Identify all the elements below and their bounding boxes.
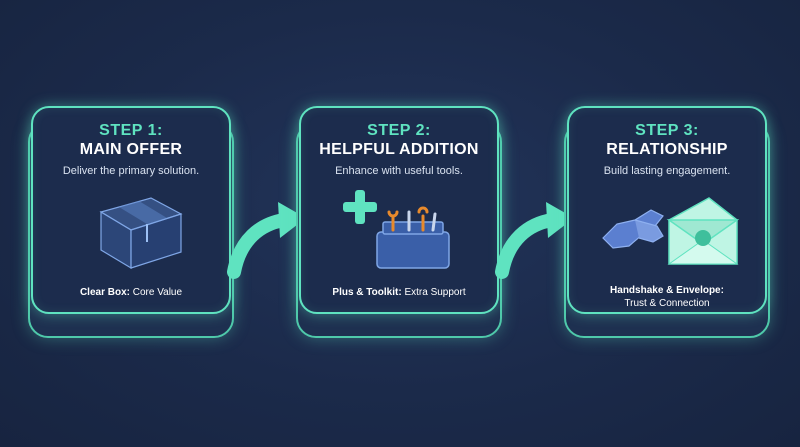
step-2-description: Enhance with useful tools. <box>335 165 463 177</box>
step-1-label: STEP 1: <box>99 122 163 139</box>
step-3-caption: Handshake & Envelope: Trust & Connection <box>573 284 761 310</box>
step-1-caption-bold: Clear Box: <box>79 287 130 298</box>
step-2-title: HELPFUL ADDITION <box>319 141 479 158</box>
step-card-3: STEP 3: RELATIONSHIP Build lasting engag… <box>567 106 767 314</box>
step-1-description: Deliver the primary solution. <box>62 165 200 177</box>
step-1-caption-rest: Core Value <box>129 287 183 298</box>
step-2-caption: Plus & Toolkit: Extra Support <box>305 286 493 299</box>
step-1-title: MAIN OFFER <box>79 141 183 158</box>
arrow-right-icon-2 <box>495 202 574 279</box>
step-2-label: STEP 2: <box>367 122 431 139</box>
step-card-1: STEP 1: MAIN OFFER Deliver the primary s… <box>31 106 231 314</box>
plus-toolkit-icon <box>343 190 450 269</box>
step-2-caption-rest: Extra Support <box>401 287 466 298</box>
step-3-description: Build lasting engagement. <box>603 165 731 177</box>
step-3-caption-rest: Trust & Connection <box>624 298 710 309</box>
arrow-right-icon-1 <box>227 202 306 279</box>
step-1-caption: Clear Box: Core Value <box>37 286 225 299</box>
clear-box-icon <box>99 197 183 270</box>
step-3-caption-bold: Handshake & Envelope: <box>610 285 724 296</box>
step-2-caption-bold: Plus & Toolkit: <box>332 287 402 298</box>
step-3-title: RELATIONSHIP <box>606 141 728 158</box>
handshake-envelope-icon <box>602 197 739 265</box>
step-card-2: STEP 2: HELPFUL ADDITION Enhance with us… <box>299 106 499 314</box>
step-3-label: STEP 3: <box>635 122 699 139</box>
